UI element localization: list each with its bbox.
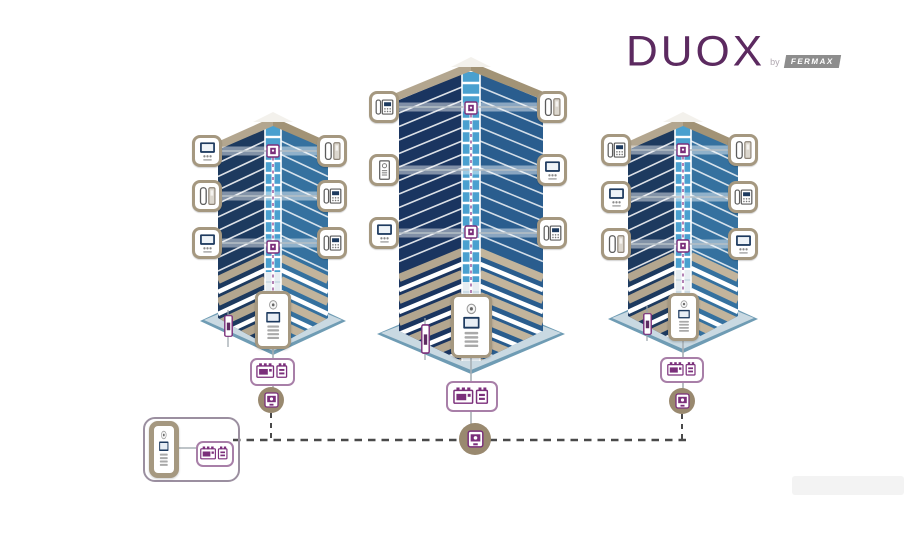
entry-panel-icon xyxy=(451,294,492,358)
mini-entry-panel-icon xyxy=(421,324,430,354)
phone-icon xyxy=(317,227,347,259)
phone-icon xyxy=(317,180,347,212)
handset-icon xyxy=(192,180,222,212)
mini-entry-panel-icon xyxy=(224,315,233,337)
monitor-icon xyxy=(537,154,567,186)
mini-entry-panel-icon xyxy=(643,313,652,335)
distributor-icon xyxy=(459,423,491,455)
floor-distributor-icon xyxy=(266,144,280,158)
handset-icon xyxy=(728,134,758,166)
watermark-smudge xyxy=(792,476,904,495)
phone-icon xyxy=(537,217,567,249)
phone-icon xyxy=(728,181,758,213)
floor-distributor-icon xyxy=(464,101,478,115)
handset-icon xyxy=(601,228,631,260)
entry-panel-icon xyxy=(149,421,179,478)
fermax-logo-badge: FERMAX xyxy=(783,55,841,68)
floor-distributor-icon xyxy=(676,239,690,253)
phone-icon xyxy=(369,91,399,123)
connection-lines xyxy=(177,101,728,449)
adapter-pair-icon xyxy=(446,381,498,412)
handset-icon xyxy=(537,91,567,123)
floor-distributor-icon xyxy=(266,240,280,254)
phone-icon xyxy=(601,134,631,166)
adapter-pair-icon xyxy=(196,441,234,467)
duox-logo-text: DUOX xyxy=(626,28,766,76)
duox-logo: DUOX by FERMAX xyxy=(626,28,841,76)
building-block-3 xyxy=(608,112,758,353)
monitor-icon xyxy=(728,228,758,260)
monitor-icon xyxy=(369,217,399,249)
distributor-icon xyxy=(258,387,284,413)
monitor-icon xyxy=(192,227,222,259)
entry-panel-icon xyxy=(255,291,291,349)
monitor-icon xyxy=(192,135,222,167)
entry-panel-icon xyxy=(668,293,699,341)
floor-distributor-icon xyxy=(464,225,478,239)
duox-bus-line xyxy=(233,413,687,442)
floor-distributor-icon xyxy=(676,143,690,157)
shared-entrance-group xyxy=(143,417,240,482)
monitor-icon xyxy=(601,181,631,213)
adapter-pair-icon xyxy=(660,357,704,383)
logo-by-label: by xyxy=(770,57,780,67)
wall-unit-icon xyxy=(369,154,399,186)
distributor-icon xyxy=(669,388,695,414)
adapter-pair-icon xyxy=(250,358,295,386)
handset-icon xyxy=(317,135,347,167)
